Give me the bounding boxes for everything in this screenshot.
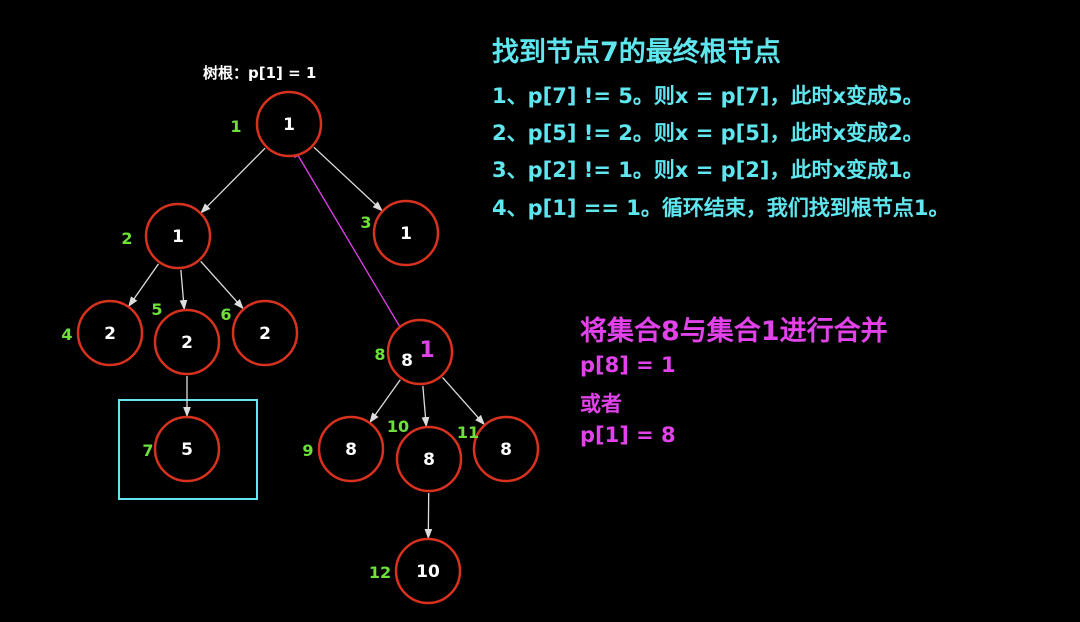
find-title: 找到节点7的最终根节点 xyxy=(492,37,781,68)
merge-line: p[8] = 1 xyxy=(580,353,676,377)
merge-arrow xyxy=(292,145,401,328)
edge-arrow xyxy=(313,146,383,212)
node-index-label: 5 xyxy=(151,300,162,319)
tree-node xyxy=(153,308,221,376)
tree-node xyxy=(231,299,299,367)
tree-node xyxy=(76,299,144,367)
edge-arrow xyxy=(200,260,244,310)
edge-arrow xyxy=(128,263,160,308)
node-index-label: 12 xyxy=(369,563,391,582)
node-parent-value: 8 xyxy=(500,440,512,460)
edge-arrow xyxy=(200,147,266,214)
node-parent-value: 1 xyxy=(172,227,184,247)
tree-node xyxy=(395,425,463,493)
find-step: 4、p[1] == 1。循环结束，我们找到根节点1。 xyxy=(492,196,950,220)
tree-node xyxy=(255,90,323,158)
find-step: 1、p[7] != 5。则x = p[7]，此时x变成5。 xyxy=(492,84,924,108)
node-index-label: 11 xyxy=(457,423,479,442)
node-parent-value: 2 xyxy=(259,324,271,344)
node-index-label: 2 xyxy=(121,229,132,248)
node-parent-value: 8 xyxy=(345,440,357,460)
node-index-label: 1 xyxy=(230,117,241,136)
merge-line: 或者 xyxy=(580,392,622,416)
node-index-label: 3 xyxy=(360,213,371,232)
node-index-label: 10 xyxy=(387,417,409,436)
tree-node xyxy=(153,415,221,483)
tree-node xyxy=(372,199,440,267)
highlight-box xyxy=(118,399,258,500)
node-parent-value: 2 xyxy=(104,324,116,344)
find-step: 2、p[5] != 2。则x = p[5]，此时x变成2。 xyxy=(492,121,924,145)
node-parent-value: 1 xyxy=(283,115,295,135)
node-index-label: 8 xyxy=(374,345,385,364)
node-index-label: 7 xyxy=(142,441,153,460)
merge-line: p[1] = 8 xyxy=(580,423,676,447)
node-index-label: 9 xyxy=(302,441,313,460)
node-parent-value: 10 xyxy=(416,562,440,582)
node-parent-value: 8 xyxy=(401,351,413,371)
tree-node xyxy=(386,318,454,386)
tree-node xyxy=(317,415,385,483)
node-parent-value: 5 xyxy=(181,440,193,460)
edge-arrow xyxy=(369,379,401,424)
edge-arrow xyxy=(421,385,430,428)
tree-node xyxy=(394,537,462,605)
edge-arrow xyxy=(179,269,188,311)
node-new-parent-value: 1 xyxy=(419,338,434,363)
tree-node xyxy=(472,415,540,483)
node-parent-value: 8 xyxy=(423,450,435,470)
tree-node xyxy=(144,202,212,270)
node-index-label: 6 xyxy=(220,305,231,324)
edge-arrow xyxy=(442,377,485,426)
node-parent-value: 1 xyxy=(400,224,412,244)
merge-title: 将集合8与集合1进行合并 xyxy=(580,316,888,347)
root-label: 树根：p[1] = 1 xyxy=(203,64,317,82)
find-step: 3、p[2] != 1。则x = p[2]，此时x变成1。 xyxy=(492,158,924,182)
node-parent-value: 2 xyxy=(181,333,193,353)
node-index-label: 4 xyxy=(61,325,72,344)
